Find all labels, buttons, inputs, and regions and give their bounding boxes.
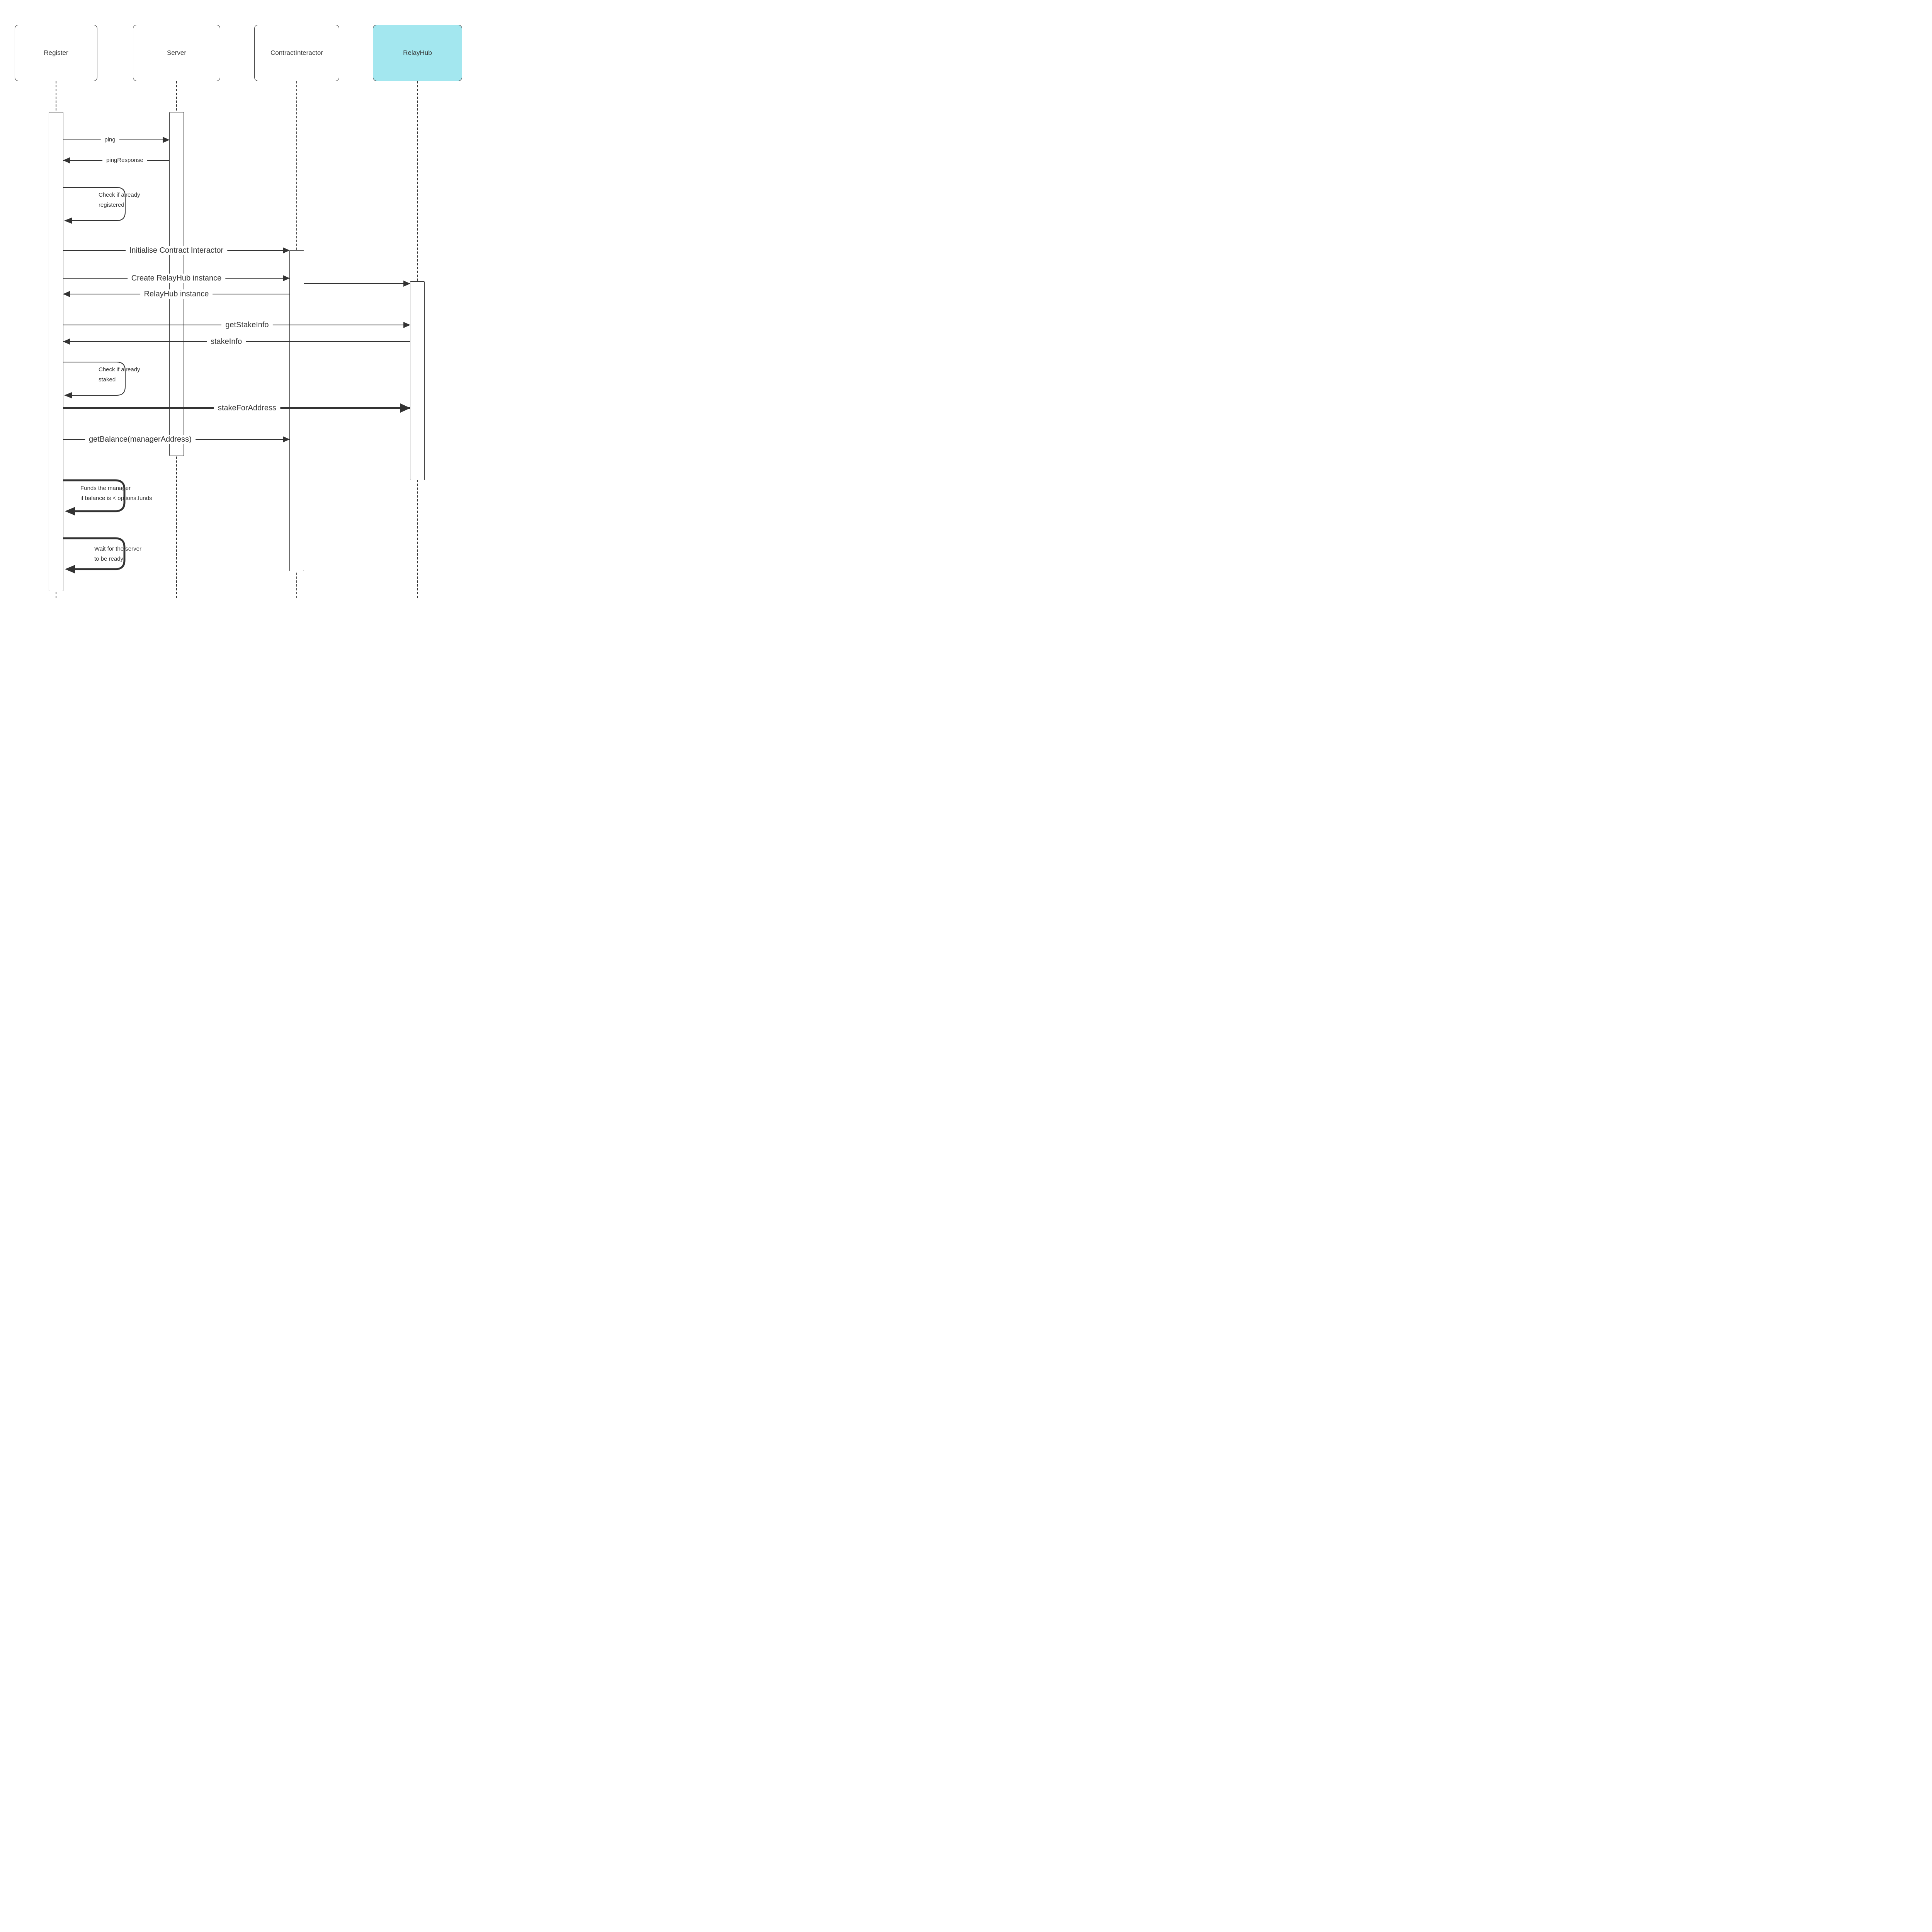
participant-label: Register [44,49,68,56]
self-message-label: Wait for the server to be ready [94,546,141,562]
arrowhead-icon [400,403,410,413]
message-label: stakeForAddress [214,403,280,413]
activation-contract-interactor [289,250,304,571]
participant-server: Server [133,25,220,81]
self-message-label: Check if already registered [99,192,140,208]
message-label: Create RelayHub instance [127,274,226,283]
participant-contract-interactor: ContractInteractor [254,25,339,81]
participant-label: ContractInteractor [270,49,323,56]
activation-relayhub [410,281,425,480]
self-message-check-registered: Check if already registered [63,187,140,224]
arrowhead-icon [63,291,70,297]
arrowhead-icon [163,137,170,143]
message-label: stakeInfo [206,337,246,346]
message-label: Initialise Contract Interactor [125,246,228,255]
message-line [304,283,410,284]
arrowhead-icon [63,338,70,345]
message-label: RelayHub instance [140,289,213,299]
message-label: ping [100,136,119,143]
message-label: getBalance(managerAddress) [85,435,196,444]
participant-relayhub: RelayHub [373,25,462,81]
activation-register [49,112,63,591]
self-loop-arrow-icon [63,187,126,224]
arrowhead-icon [403,281,410,287]
sequence-diagram: Register Server ContractInteractor Relay… [0,0,492,600]
activation-server [169,112,184,456]
participant-label: Server [167,49,187,56]
self-message-check-staked: Check if already staked [63,361,140,398]
self-message-label: Check if already staked [99,366,140,383]
arrowhead-icon [403,322,410,328]
arrowhead-icon [283,275,290,281]
self-loop-arrow-icon [63,537,126,573]
self-message-wait-server: Wait for the server to be ready [63,537,141,573]
message-label: getStakeInfo [221,320,273,330]
participant-label: RelayHub [403,49,432,56]
self-loop-arrow-icon [63,362,126,398]
message-label: pingResponse [102,157,147,164]
self-message-funds-manager: Funds the manager if balance is < option… [63,479,152,515]
arrowhead-icon [283,247,290,253]
participant-register: Register [15,25,97,81]
self-loop-arrow-icon [63,479,126,515]
arrowhead-icon [63,157,70,163]
self-message-label: Funds the manager if balance is < option… [80,485,152,502]
arrowhead-icon [283,436,290,442]
